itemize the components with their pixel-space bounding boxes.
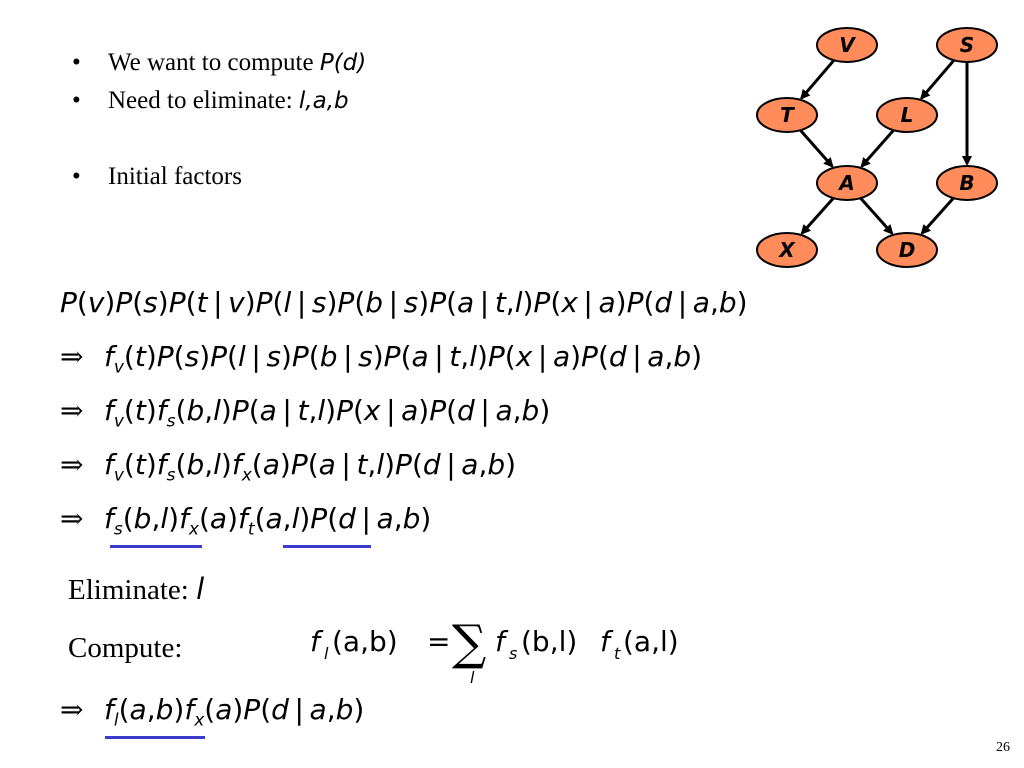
eliminate-line: Eliminate: l: [68, 572, 204, 607]
equation-step-1: ⇒ fv(t)P(s)P(l | s)P(b | s)P(a | t,l)P(x …: [60, 337, 702, 388]
node-ellipse: [816, 165, 878, 201]
network-nodes: V S T L A B X D: [756, 27, 998, 268]
implies-symbol: ⇒: [60, 693, 84, 726]
edge-b-d: [920, 197, 955, 235]
node-label: T: [780, 103, 795, 127]
network-edges: [799, 59, 972, 235]
node-label: X: [777, 238, 796, 262]
implies-symbol: ⇒: [60, 448, 84, 481]
svg-text:=: =: [427, 625, 450, 658]
node-label: D: [899, 238, 916, 262]
equation-text: P(v)P(s)P(t | v)P(l | s)P(b | s)P(a | t,…: [60, 286, 748, 319]
svg-text:l: l: [324, 644, 329, 663]
node-b: B: [936, 165, 998, 201]
node-label: B: [959, 171, 974, 195]
bullet-text: We want to compute: [108, 49, 314, 76]
node-s: S: [936, 27, 998, 63]
svg-text:(a,l): (a,l): [623, 625, 679, 658]
implies-symbol: ⇒: [60, 394, 84, 427]
bullet-dot: •: [72, 163, 81, 190]
equation-text: fl(a,b)fx(a)P(d | a,b): [104, 693, 365, 731]
equation-initial: P(v)P(s)P(t | v)P(l | s)P(b | s)P(a | t,…: [60, 283, 748, 323]
edge-s-l: [920, 59, 956, 100]
svg-text:l: l: [470, 668, 475, 687]
node-t: T: [756, 97, 818, 133]
node-l: L: [876, 97, 938, 133]
node-ellipse: [876, 232, 938, 268]
node-a: A: [816, 165, 878, 201]
node-label: V: [839, 33, 856, 57]
node-ellipse: [756, 97, 818, 133]
bullet-text: Need to eliminate:: [108, 87, 293, 114]
edge-t-a: [799, 129, 834, 168]
eliminate-label: Eliminate:: [68, 574, 189, 606]
equation-step-2: ⇒ fv(t)fs(b,l)P(a | t,l)P(x | a)P(d | a,b…: [60, 391, 550, 442]
bullet-text: Initial factors: [108, 163, 242, 190]
svg-text:f: f: [495, 625, 509, 658]
equation-final: ⇒ fl(a,b)fx(a)P(d | a,b): [60, 690, 364, 741]
node-ellipse: [876, 97, 938, 133]
node-x: X: [756, 232, 818, 268]
svg-text:s: s: [509, 644, 517, 663]
bullet-dot: •: [72, 49, 81, 76]
bullet-math: l,a,b: [298, 88, 349, 114]
svg-text:f: f: [310, 625, 324, 658]
equation-text: fv(t)fs(b,l)P(a | t,l)P(x | a)P(d | a,b): [104, 394, 551, 432]
bullet-dot: •: [72, 87, 81, 114]
bayes-network-diagram: V S T L A B X D: [756, 27, 998, 268]
node-ellipse: [936, 165, 998, 201]
equation-step-4: ⇒ fs(b,l)fx(a)ft(a,l)P(d | a,b): [60, 499, 431, 550]
node-label: S: [960, 33, 974, 57]
node-v: V: [816, 27, 878, 63]
page-number: 26: [996, 740, 1010, 755]
compute-formula: f l (a,b) = ∑ l f s (b,l) f t (a,l): [310, 617, 679, 687]
underline-f-l: [105, 736, 205, 739]
underline-f-t: [283, 545, 371, 548]
svg-text:t: t: [614, 644, 621, 663]
implies-symbol: ⇒: [60, 502, 84, 535]
edge-a-d: [859, 197, 894, 235]
svg-text:(b,l): (b,l): [521, 625, 577, 658]
edge-a-x: [800, 197, 835, 235]
equation-text: fs(b,l)fx(a)ft(a,l)P(d | a,b): [104, 502, 432, 540]
node-label: L: [901, 103, 914, 127]
node-ellipse: [756, 232, 818, 268]
compute-label: Compute:: [68, 632, 183, 664]
svg-text:∑: ∑: [452, 617, 486, 671]
underline-f-s: [110, 545, 202, 548]
node-ellipse: [816, 27, 878, 63]
edge-v-t: [800, 59, 836, 100]
svg-text:(a,b): (a,b): [332, 625, 398, 658]
eliminate-var: l: [196, 572, 205, 606]
equation-step-3: ⇒ fv(t)fs(b,l)fx(a)P(a | t,l)P(d | a,b): [60, 445, 516, 496]
implies-symbol: ⇒: [60, 340, 84, 373]
node-label: A: [837, 171, 854, 195]
node-d: D: [876, 232, 938, 268]
edge-l-a: [860, 129, 895, 168]
bullet-item: • Need to eliminate: l,a,b: [72, 86, 349, 116]
svg-text:f: f: [600, 625, 614, 658]
bullet-item: • Initial factors: [72, 162, 242, 192]
node-ellipse: [936, 27, 998, 63]
bullet-item: • We want to compute P(d): [72, 48, 366, 78]
equation-text: fv(t)fs(b,l)fx(a)P(a | t,l)P(d | a,b): [104, 448, 517, 486]
bullet-math: P(d): [319, 50, 367, 76]
equation-text: fv(t)P(s)P(l | s)P(b | s)P(a | t,l)P(x |…: [104, 340, 703, 378]
